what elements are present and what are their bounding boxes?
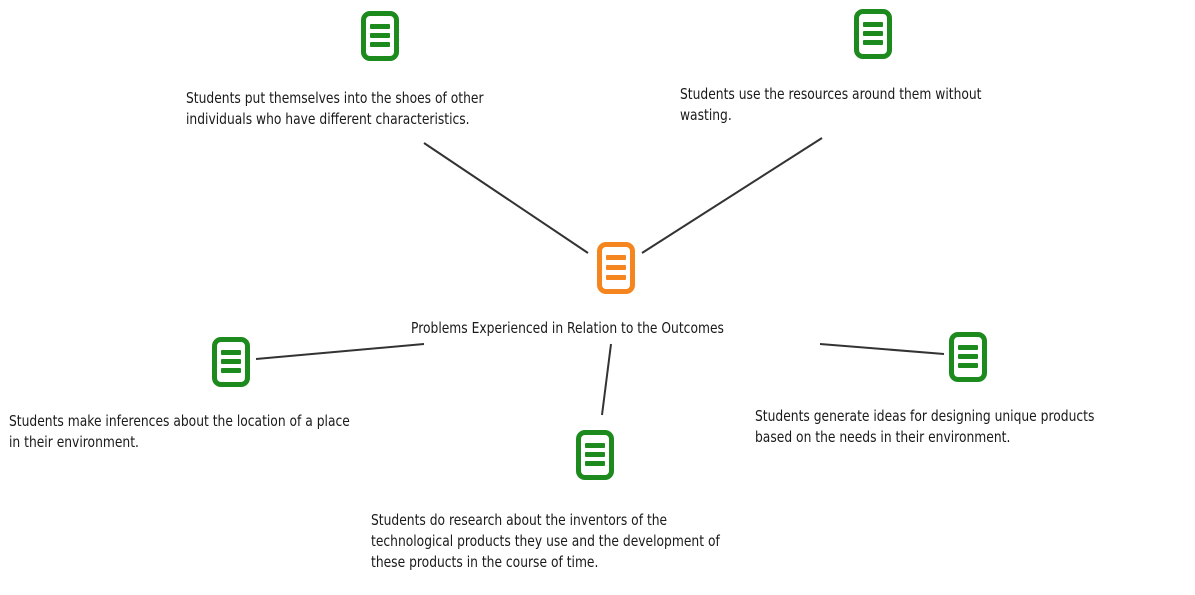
outcome-5-label[interactable]: Students generate ideas for designing un… <box>755 407 1095 446</box>
outcome-1-label[interactable]: Students put themselves into the shoes o… <box>186 89 484 128</box>
outcome-2-label[interactable]: Students use the resources around them w… <box>680 85 982 124</box>
connector-line-3 <box>255 343 425 360</box>
outcome-3-note-icon[interactable] <box>212 337 250 387</box>
outcome-4-label[interactable]: Students do research about the inventors… <box>371 511 720 571</box>
outcome-3-label[interactable]: Students make inferences about the locat… <box>9 412 350 451</box>
central-note-icon[interactable] <box>597 242 635 294</box>
outcome-1-note-icon[interactable] <box>361 11 399 61</box>
connector-line-4 <box>601 343 612 416</box>
connector-line-5 <box>819 343 945 355</box>
outcome-5-note-icon[interactable] <box>949 332 987 382</box>
outcome-2-note-icon[interactable] <box>854 9 892 59</box>
central-topic-label[interactable]: Problems Experienced in Relation to the … <box>411 319 724 337</box>
connector-line-2 <box>641 137 823 254</box>
connector-line-1 <box>423 142 589 254</box>
outcome-4-note-icon[interactable] <box>576 430 614 480</box>
